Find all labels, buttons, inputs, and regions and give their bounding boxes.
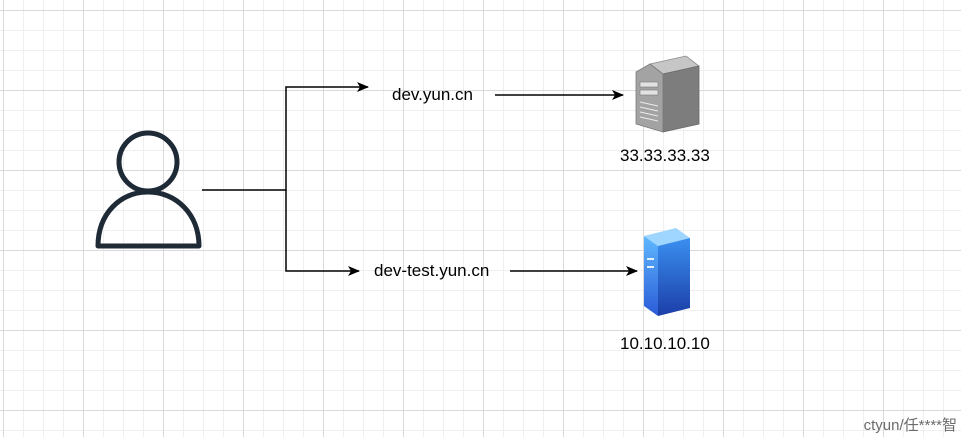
edge-user-to-test — [285, 190, 360, 276]
domain-dev-label: dev.yun.cn — [392, 85, 473, 104]
blue-server-icon — [644, 228, 690, 316]
server-test-ip-label: 10.10.10.10 — [620, 334, 710, 353]
domain-test-label: dev-test.yun.cn — [374, 261, 490, 280]
server-dev-ip-label: 33.33.33.33 — [620, 146, 710, 165]
gray-server-icon — [635, 55, 700, 133]
user-icon — [95, 130, 202, 249]
edge-user-to-dev — [202, 82, 369, 191]
watermark-text: ctyun/任****智 — [863, 417, 957, 434]
